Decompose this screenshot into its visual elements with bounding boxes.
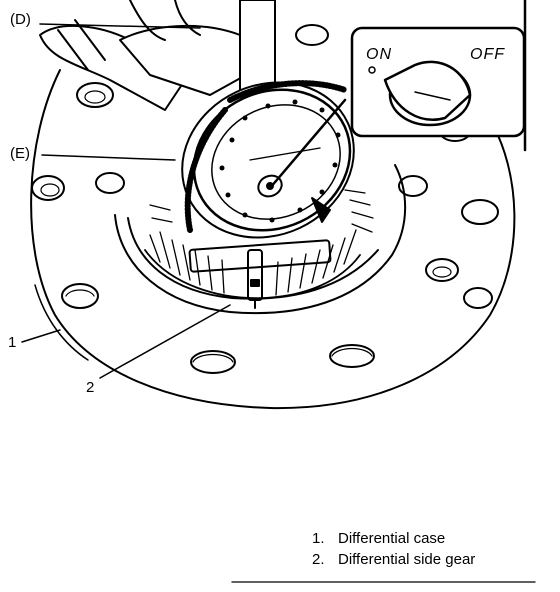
legend-label: Differential case [338, 530, 446, 547]
bolt-hole [463, 287, 493, 309]
legend-item: 1. Differential case [312, 528, 552, 549]
legend-number: 2. [312, 551, 325, 568]
gauge-plunger [188, 239, 332, 309]
legend-item: 2. Differential side gear [312, 549, 552, 570]
bolt-hole [76, 82, 114, 108]
callout-1: 1 [8, 334, 17, 351]
switch-on-label: ON [366, 46, 392, 63]
bolt-hole [425, 258, 459, 282]
bolt-hole [61, 283, 99, 309]
bolt-hole [95, 172, 125, 194]
bolt-hole [461, 199, 499, 225]
legend-label: Differential side gear [338, 551, 476, 568]
bolt-hole [398, 175, 428, 197]
side-gear [144, 189, 374, 300]
bolt-hole [190, 350, 236, 374]
bolt-hole [31, 175, 65, 201]
on-off-switch [350, 0, 527, 152]
leader-lines [21, 23, 231, 379]
switch-off-label: OFF [470, 46, 505, 63]
bolt-hole [295, 24, 329, 46]
callout-e: (E) [10, 145, 30, 162]
legend: 1. Differential case 2. Differential sid… [312, 528, 552, 570]
gauge-holder-arm [39, 0, 276, 111]
callout-2: 2 [86, 379, 95, 396]
legend-number: 1. [312, 530, 325, 547]
bolt-hole [329, 344, 375, 368]
case-bore [114, 164, 407, 315]
dial-indicator [181, 80, 355, 239]
callout-d: (D) [10, 11, 31, 28]
